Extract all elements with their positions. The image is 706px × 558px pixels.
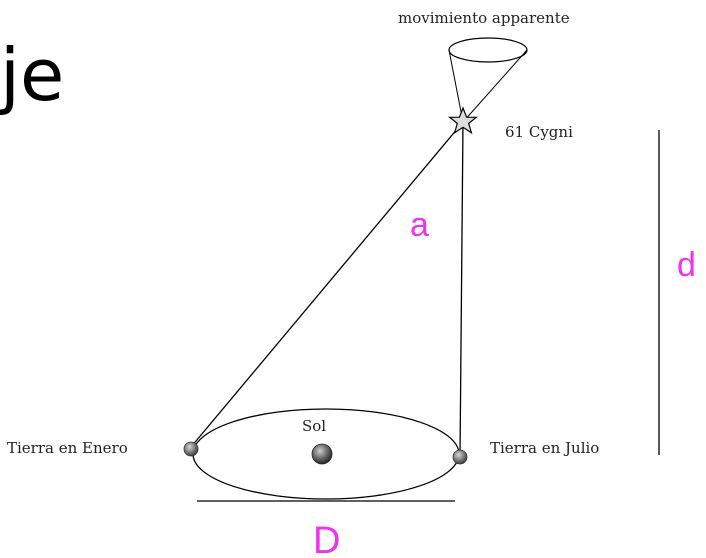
apparent-motion-label: movimiento apparente — [398, 9, 570, 27]
earth-july-label: Tierra en Julio — [490, 439, 599, 457]
sight-line-july — [460, 122, 463, 457]
star-label: 61 Cygni — [505, 123, 573, 141]
sun-label: Sol — [302, 417, 326, 435]
sight-line-january — [191, 122, 463, 447]
earth-january-label: Tierra en Enero — [7, 439, 128, 457]
title-fragment: je — [0, 33, 64, 117]
sun-icon — [312, 444, 332, 464]
earth-january-icon — [184, 442, 198, 456]
symbol-d: d — [677, 246, 696, 284]
symbol-a: a — [410, 206, 429, 244]
earth-july-icon — [453, 450, 467, 464]
apparent-motion-ellipse — [449, 38, 527, 62]
cone-left-edge — [449, 50, 463, 122]
symbol-D: D — [313, 520, 340, 558]
